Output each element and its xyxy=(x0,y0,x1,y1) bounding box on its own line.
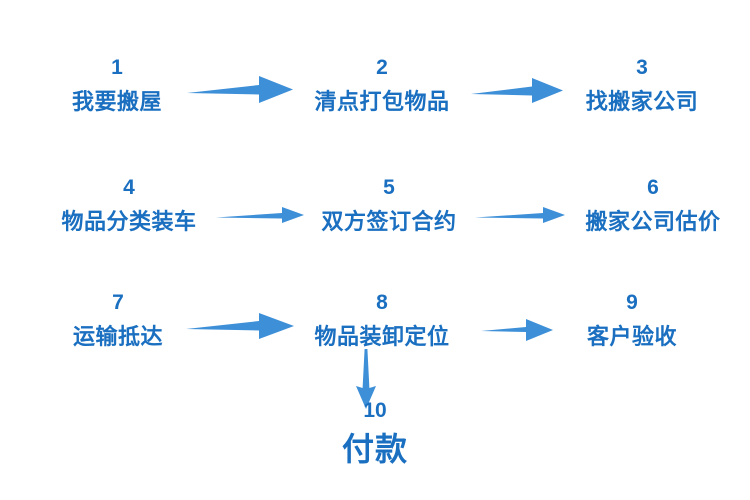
step-label: 清点打包物品 xyxy=(314,89,450,114)
flow-row-3: 7 运输抵达 8 物品装卸定位 9 客户验收 xyxy=(0,253,750,348)
flow-step-3[interactable]: 3 找搬家公司 xyxy=(572,57,712,113)
step-label: 搬家公司估价 xyxy=(585,209,721,234)
flow-step-10[interactable]: 10 付款 xyxy=(0,400,750,465)
flow-step-2[interactable]: 2 清点打包物品 xyxy=(302,57,462,113)
arrow-8-to-9 xyxy=(462,316,572,348)
step-number: 1 xyxy=(111,56,123,79)
arrow-1-to-2 xyxy=(178,73,302,113)
step-label: 找搬家公司 xyxy=(585,89,699,114)
step-number: 9 xyxy=(626,291,638,314)
step-number: 4 xyxy=(123,176,135,199)
arrow-4-to-5 xyxy=(210,203,310,233)
step-label: 客户验收 xyxy=(586,324,677,349)
step-label: 双方签订合约 xyxy=(321,209,457,234)
flow-step-9[interactable]: 9 客户验收 xyxy=(572,292,692,348)
step-number: 3 xyxy=(636,56,648,79)
step-label: 付款 xyxy=(341,431,408,467)
flow-step-4[interactable]: 4 物品分类装车 xyxy=(48,177,210,233)
step-label: 物品分类装车 xyxy=(61,209,197,234)
step-number: 7 xyxy=(112,291,124,314)
step-number: 6 xyxy=(647,176,659,199)
flow-row-2: 4 物品分类装车 5 双方签订合约 6 搬家公司估价 xyxy=(0,138,750,233)
flow-step-6[interactable]: 6 搬家公司估价 xyxy=(572,177,734,233)
step-label: 我要搬屋 xyxy=(71,89,162,114)
arrow-8-to-10 xyxy=(344,348,388,410)
flow-step-7[interactable]: 7 运输抵达 xyxy=(58,292,178,348)
flow-row-1: 1 我要搬屋 2 清点打包物品 3 找搬家公司 xyxy=(0,18,750,113)
step-number: 8 xyxy=(376,291,388,314)
step-label: 物品装卸定位 xyxy=(314,324,450,349)
flow-step-1[interactable]: 1 我要搬屋 xyxy=(56,57,178,113)
flow-step-5[interactable]: 5 双方签订合约 xyxy=(310,177,468,233)
arrow-7-to-8 xyxy=(178,310,302,348)
step-number: 5 xyxy=(383,176,395,199)
arrow-2-to-3 xyxy=(462,75,572,113)
step-label: 运输抵达 xyxy=(72,324,163,349)
step-number: 2 xyxy=(376,56,388,79)
step-number: 10 xyxy=(363,399,387,422)
arrow-5-to-6 xyxy=(468,203,572,233)
flow-step-8[interactable]: 8 物品装卸定位 xyxy=(302,292,462,348)
